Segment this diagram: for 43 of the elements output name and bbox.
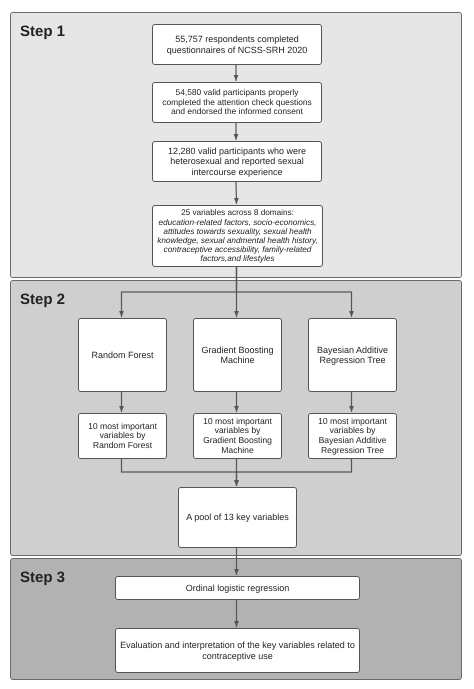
arrow: [119, 391, 124, 412]
process-box: [193, 318, 282, 392]
box-text: 10 most important variables by Random Forest: [87, 422, 158, 450]
box-text: 10 most important variables by Gradient Boosting Machine: [202, 416, 273, 456]
process-box: [152, 82, 322, 123]
process-box: [78, 413, 167, 459]
box-text: 25 variables across 8 domains:: [181, 208, 294, 218]
step-panel: [10, 280, 462, 556]
box-text: 54,580 valid participants properly completed the attention check questions and endorsed the informed consent: [161, 88, 313, 117]
arrow: [234, 64, 238, 81]
box-text: 10 most important variables by Bayesian Additive Regression Tree: [317, 416, 388, 456]
step-panel: [10, 558, 462, 680]
arrow: [349, 391, 354, 412]
process-box: [308, 413, 397, 459]
arrow: [236, 266, 354, 317]
box-text: 12,280 valid participants who were heterosexual and reported sexual intercourse experience: [166, 146, 308, 177]
step-panel: [10, 12, 462, 278]
arrow: [234, 458, 352, 486]
step-heading: Step 1: [20, 23, 66, 40]
process-box: [178, 487, 297, 548]
box-text: Random Forest: [91, 350, 154, 360]
arrow: [234, 391, 239, 412]
arrow: [234, 180, 239, 204]
arrow: [234, 547, 239, 575]
step-heading: Step 3: [20, 569, 66, 586]
box-body-text: education-related factors, socio-economics, attitudes towards sexuality, sexual health knowledge, sexual andmental health history, contraceptive accessibility, family-related factors,and lifestyles: [157, 218, 318, 264]
box-text: 55,757 respondents completed questionnaires of NCSS-SRH 2020: [166, 34, 308, 55]
process-box: [152, 141, 322, 182]
process-box: [115, 576, 360, 600]
arrow: [234, 599, 239, 627]
process-box: [152, 205, 323, 267]
box-text: Ordinal logistic regression: [186, 582, 290, 594]
process-box: [115, 628, 360, 673]
step-heading: Step 2: [20, 291, 66, 308]
process-box: [193, 413, 282, 459]
process-box: [308, 318, 397, 392]
box-text: Evaluation and interpretation of the key variables related to contraceptive use: [120, 640, 355, 661]
box-text: Gradient Boosting Machine: [200, 344, 275, 366]
process-box: [152, 24, 322, 65]
process-box: [78, 318, 167, 392]
arrow: [234, 122, 238, 140]
box-text: A pool of 13 key variables: [186, 512, 289, 523]
box-text: Bayesian Additive Regression Tree: [316, 344, 390, 366]
